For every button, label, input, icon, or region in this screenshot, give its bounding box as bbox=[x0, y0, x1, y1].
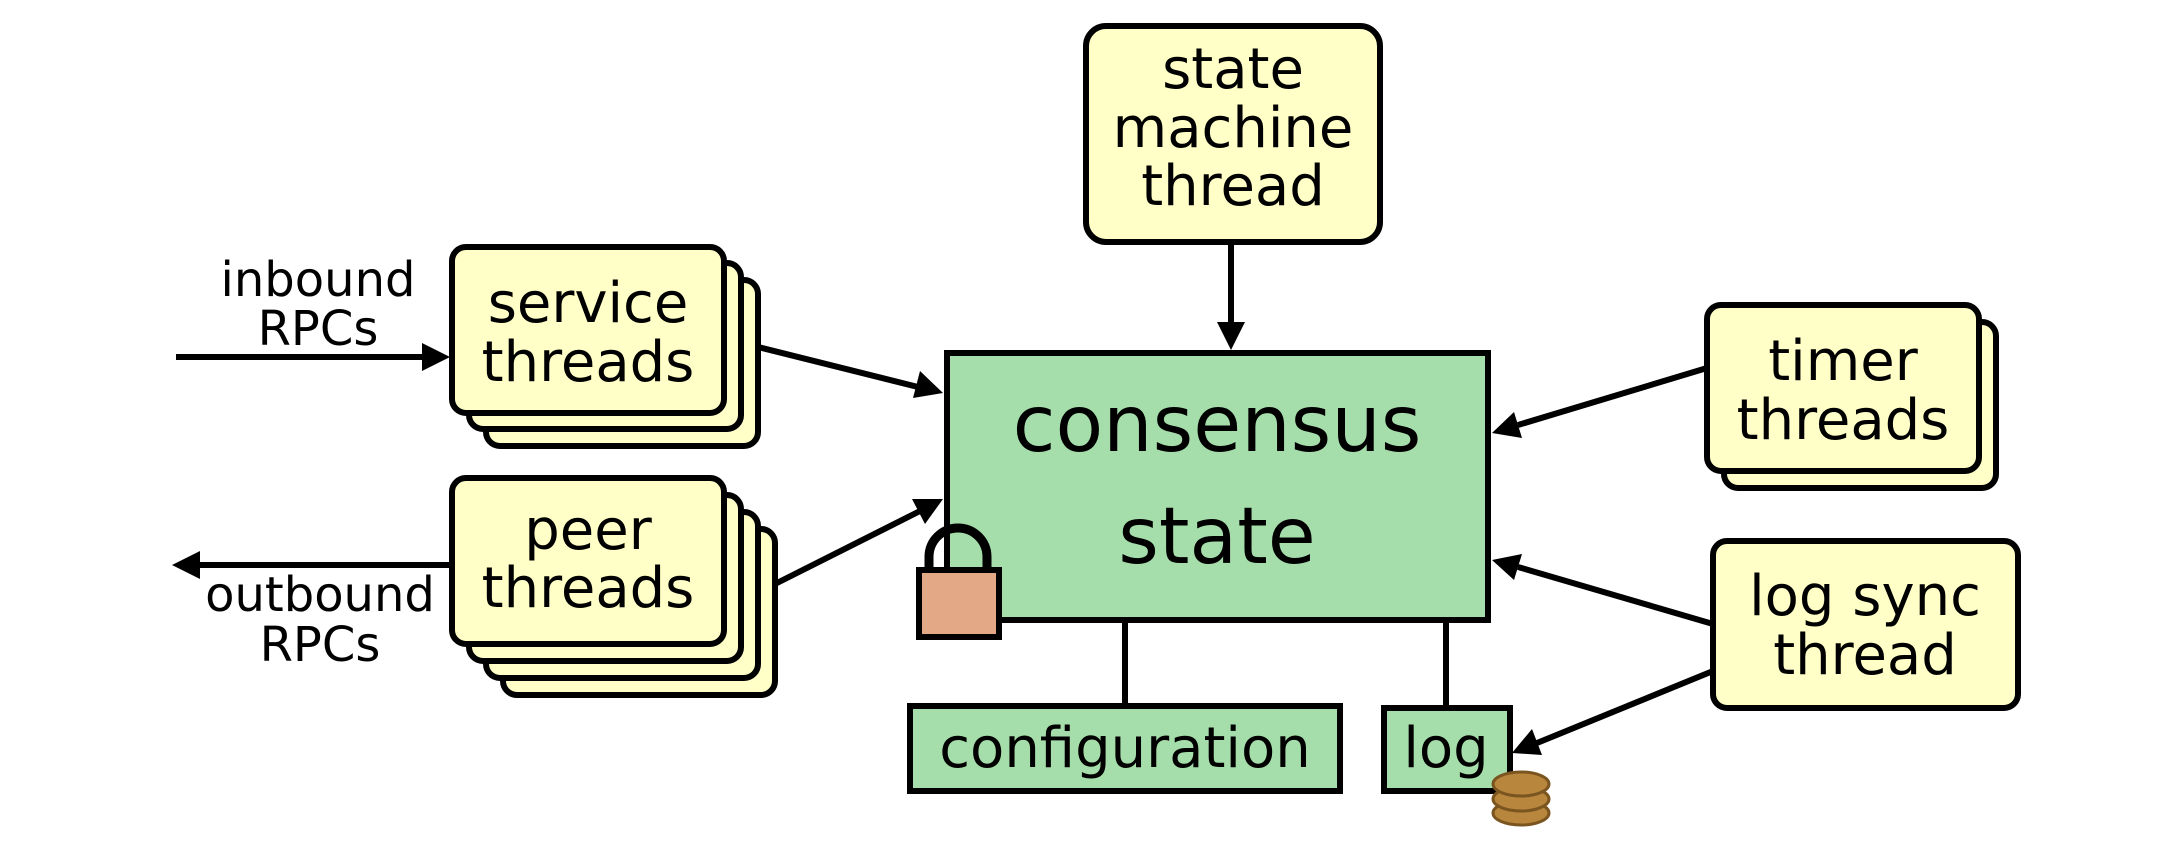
service-threads-line-1: service bbox=[488, 271, 689, 336]
state-machine-thread-node: state machine thread bbox=[1083, 23, 1383, 245]
inbound-rpcs-arrow bbox=[176, 343, 450, 371]
service-threads-line-2: threads bbox=[482, 330, 695, 395]
peer-threads-node: peer threads bbox=[449, 475, 778, 698]
coin-stack-icon bbox=[1491, 770, 1551, 827]
configuration-label: configuration bbox=[939, 716, 1310, 781]
log-sync-to-consensus-arrow bbox=[1492, 554, 1714, 627]
outbound-rpcs-label: outbound RPCs bbox=[205, 567, 435, 673]
peer-threads-arrow bbox=[773, 499, 943, 587]
state-machine-arrow bbox=[1217, 242, 1245, 350]
log-sync-to-log-arrow bbox=[1512, 668, 1715, 755]
state-machine-line-1: state bbox=[1162, 37, 1304, 102]
outbound-line-2: RPCs bbox=[260, 617, 381, 673]
log-label: log bbox=[1403, 716, 1488, 781]
inbound-line-1: inbound bbox=[221, 252, 416, 308]
peer-threads-line-2: threads bbox=[482, 556, 695, 621]
log-sync-line-2: thread bbox=[1773, 623, 1957, 688]
inbound-line-2: RPCs bbox=[258, 301, 379, 357]
timer-threads-node: timer threads bbox=[1704, 302, 1999, 491]
service-threads-node: service threads bbox=[449, 244, 761, 449]
log-node: log bbox=[1381, 705, 1513, 794]
timer-threads-line-1: timer bbox=[1768, 329, 1919, 394]
inbound-rpcs-label: inbound RPCs bbox=[221, 252, 416, 357]
consensus-state-node: consensus state bbox=[944, 350, 1491, 623]
state-machine-line-3: thread bbox=[1141, 154, 1325, 219]
service-threads-arrow bbox=[757, 344, 943, 398]
outbound-rpcs-arrow bbox=[172, 551, 452, 579]
outbound-line-1: outbound bbox=[205, 567, 435, 623]
state-machine-line-2: machine bbox=[1113, 96, 1354, 161]
lock-icon bbox=[916, 523, 1002, 640]
configuration-node: configuration bbox=[907, 703, 1343, 794]
log-sync-thread-node: log sync thread bbox=[1710, 538, 2021, 711]
peer-threads-line-1: peer bbox=[524, 498, 652, 563]
consensus-line-1: consensus bbox=[1013, 380, 1422, 470]
timer-threads-arrow bbox=[1492, 365, 1708, 438]
consensus-line-2: state bbox=[1118, 492, 1316, 582]
log-sync-line-1: log sync bbox=[1749, 564, 1981, 629]
timer-threads-line-2: threads bbox=[1737, 388, 1950, 453]
